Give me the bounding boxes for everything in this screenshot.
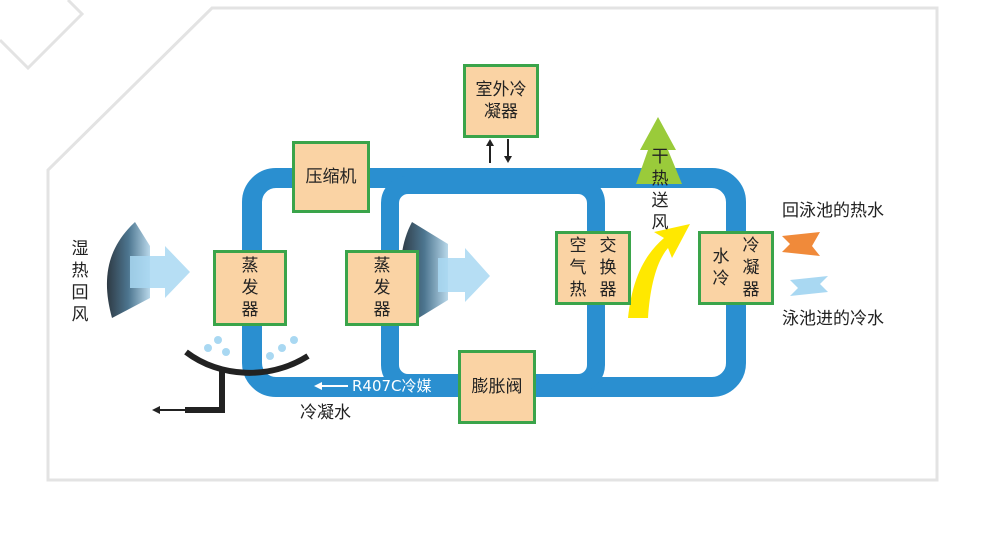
outer-frame — [46, 6, 939, 482]
dry-hot-supply-label: 干热送风 — [651, 147, 669, 233]
compressor-box: 压缩机 — [292, 141, 370, 213]
expansion-valve-box: 膨胀阀 — [458, 350, 536, 424]
supply-air-arrow — [628, 224, 690, 318]
green-arrow-shape — [636, 117, 682, 184]
air-heat-exchanger-box: 空气热 交换器 — [555, 231, 631, 305]
evaporator-left-label: 蒸发器 — [241, 256, 259, 320]
hot-water-arrow — [782, 232, 820, 256]
water-drops-icon — [204, 336, 298, 360]
mid-air-arrow — [438, 248, 490, 302]
evaporator-mid-label: 蒸发器 — [373, 256, 391, 320]
air-heat-exchanger-label-1: 空气热 — [569, 236, 587, 300]
evaporator-mid-box: 蒸发器 — [345, 250, 419, 326]
left-fan-icon — [106, 222, 150, 318]
air-heat-exchanger-label-2: 交换器 — [599, 236, 617, 300]
water-condenser-label-2: 冷凝器 — [742, 236, 760, 300]
humid-return-air-label: 湿热回风 — [71, 239, 89, 325]
condensate-tray — [184, 349, 310, 376]
compressor-label: 压缩机 — [305, 167, 357, 187]
expansion-valve-label: 膨胀阀 — [471, 377, 523, 397]
water-condenser-label-1: 水冷 — [712, 247, 730, 289]
return-hot-water-label: 回泳池的热水 — [782, 201, 884, 221]
condensate-label: 冷凝水 — [300, 403, 351, 423]
outdoor-condenser-box: 室外冷凝器 — [463, 64, 539, 138]
water-condenser-box: 水冷 冷凝器 — [698, 231, 774, 305]
refrigerant-label: R407C冷媒 — [352, 377, 432, 395]
left-air-arrow — [130, 246, 190, 298]
cold-water-arrow — [790, 276, 828, 296]
outdoor-condenser-label: 室外冷凝器 — [475, 80, 527, 122]
corner-decoration — [0, 0, 85, 71]
condensate-drain — [185, 368, 225, 413]
evaporator-left-box: 蒸发器 — [213, 250, 287, 326]
cold-water-in-label: 泳池进的冷水 — [782, 309, 884, 329]
